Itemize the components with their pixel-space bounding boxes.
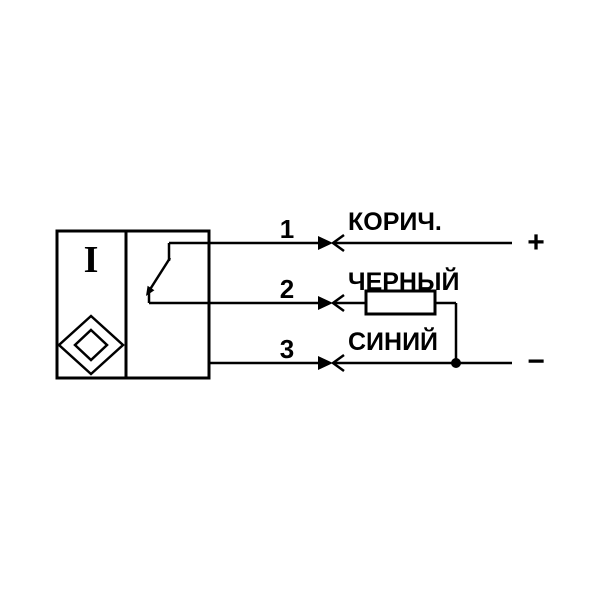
pin1-number: 1 (280, 214, 294, 244)
terminal-minus: − (527, 345, 545, 378)
connector1-plug-icon (318, 236, 333, 250)
connector2-plug-icon (318, 296, 333, 310)
sensor-type-label: I (84, 239, 99, 281)
terminal-plus: + (527, 226, 545, 259)
sensor-diamond-inner-icon (73, 328, 109, 362)
pin2-number: 2 (280, 274, 294, 304)
sensor-diamond-outer-icon (57, 314, 125, 376)
connector3-plug-icon (318, 356, 333, 370)
switch-arm (147, 257, 172, 292)
wire3-color-label: СИНИЙ (348, 326, 438, 356)
wire2-color-label: ЧЕРНЫЙ (348, 266, 459, 296)
pin3-number: 3 (280, 334, 294, 364)
sensor-body-outline (55, 229, 211, 380)
wire1-color-label: КОРИЧ. (348, 208, 442, 236)
